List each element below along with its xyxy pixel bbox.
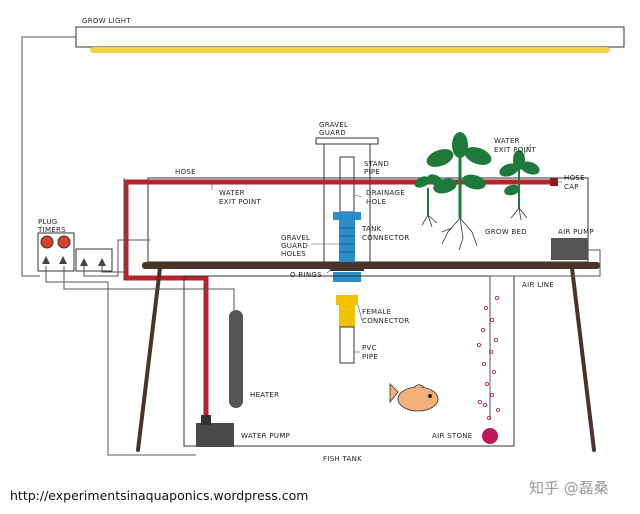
gravel-guard-holes-label-3: HOLES: [281, 250, 306, 258]
water-exit-right-label-2: EXIT POINT: [494, 146, 537, 154]
air-bubbles: [476, 295, 500, 420]
plug-timers-label-1: PLUG: [38, 218, 58, 226]
gravel-guard-holes-label-1: GRAVEL: [281, 234, 310, 242]
female-connector: [336, 295, 358, 327]
plug-timers: [37, 232, 113, 272]
hose-cap: [550, 178, 558, 186]
pvc-pipe: [339, 326, 355, 364]
bench-legs: [136, 266, 596, 452]
plants: [414, 132, 540, 251]
drainage-hole-label-2: HOLE: [366, 198, 386, 206]
plant-small-left: [414, 174, 443, 228]
o-rings-label: O RINGS: [290, 271, 322, 279]
air-line: [489, 249, 601, 420]
fish-tank: [183, 275, 515, 447]
timer-dial-2: [57, 235, 71, 249]
female-connector-label-2: CONNECTOR: [362, 317, 410, 325]
tank-connector: [333, 212, 361, 282]
power-strip: [75, 248, 113, 272]
drainage-hole-label-1: DRAINAGE: [366, 189, 405, 197]
gravel-guard-label-1: GRAVEL: [319, 121, 348, 129]
hose-cap-label-1: HOSE: [564, 174, 585, 182]
fish: [389, 383, 439, 412]
hose-label: HOSE: [175, 168, 196, 176]
water-pump: [196, 423, 234, 447]
female-connector-label-1: FEMALE: [362, 308, 391, 316]
air-pump: [551, 238, 588, 260]
water-hose: [123, 179, 552, 418]
grow-light-label: GROW LIGHT: [82, 17, 131, 25]
source-url: http://experimentsinaquaponics.wordpress…: [10, 488, 308, 503]
pvc-pipe-label-2: PIPE: [362, 353, 378, 361]
power-cords: [45, 178, 235, 456]
gravel-guard-holes-label-2: GUARD: [281, 242, 308, 250]
timer-dial-1: [40, 235, 54, 249]
stand-pipe-label-1: STAND: [364, 160, 389, 168]
bench-top: [142, 262, 600, 269]
tank-connector-label-2: CONNECTOR: [362, 234, 410, 242]
heater-label: HEATER: [250, 391, 279, 399]
grow-bed-label: GROW BED: [485, 228, 527, 236]
water-pump-label: WATER PUMP: [241, 432, 290, 440]
watermark: 知乎 @磊桑: [529, 479, 609, 497]
water-exit-left-label-1: WATER: [219, 189, 245, 197]
air-stone-label: AIR STONE: [432, 432, 473, 440]
plug-timers-label-2: TIMERS: [37, 226, 66, 234]
air-line-label: AIR LINE: [522, 281, 554, 289]
water-exit-left-label-2: EXIT POINT: [219, 198, 262, 206]
grow-light-power-cord: [21, 36, 78, 277]
plant-medium-right: [499, 150, 540, 221]
fish-tank-label: FISH TANK: [323, 455, 362, 463]
pvc-pipe-label-1: PVC: [362, 344, 377, 352]
stand-pipe-label-2: PIPE: [364, 168, 380, 176]
gravel-guard: [315, 137, 379, 262]
grow-light: [75, 26, 625, 53]
hose-cap-label-2: CAP: [564, 183, 579, 191]
water-exit-right-label-1: WATER: [494, 137, 520, 145]
heater: [229, 310, 243, 408]
air-stone: [482, 428, 498, 444]
leader-lines: [211, 143, 562, 353]
plant-large-center: [426, 132, 492, 251]
tank-connector-label-1: TANK: [361, 225, 382, 233]
gravel-guard-label-2: GUARD: [319, 129, 346, 137]
grow-light-tube: [90, 47, 610, 53]
air-pump-label: AIR PUMP: [558, 228, 594, 236]
